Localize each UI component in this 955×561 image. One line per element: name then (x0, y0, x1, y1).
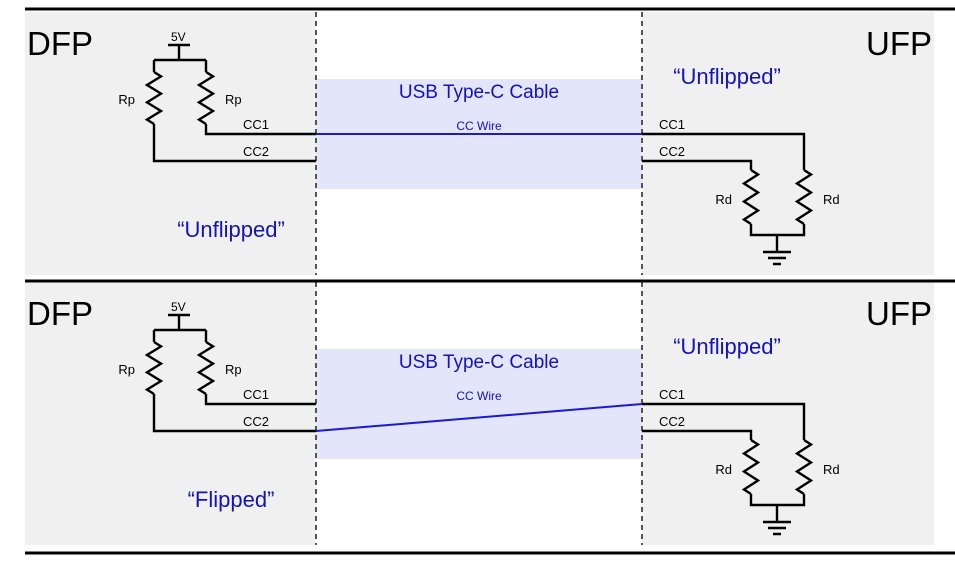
ufp-cc1-wire (642, 402, 806, 440)
ufp-orientation-label: “Unflipped” (673, 334, 781, 359)
supply-terminal (152, 43, 208, 72)
dfp-region (25, 282, 316, 545)
rd-label-2: Rd (823, 462, 840, 477)
rd-ground-bus (749, 224, 806, 252)
ufp-cc2-label: CC2 (659, 414, 685, 429)
ufp-cc2-wire (642, 159, 753, 170)
ufp-cc1-label: CC1 (659, 117, 685, 132)
ufp-cc2-wire (642, 429, 753, 440)
cable-label: USB Type-C Cable (399, 352, 559, 373)
rp-resistor-2 (196, 70, 216, 126)
rd-resistor-2 (794, 168, 814, 226)
rp-label-1: Rp (118, 362, 135, 377)
rd-label-1: Rd (715, 192, 732, 207)
ufp-cc2-label: CC2 (659, 144, 685, 159)
dfp-label: DFP (27, 295, 93, 332)
dfp-cc1-label: CC1 (243, 117, 269, 132)
rp-resistor-1 (144, 340, 164, 396)
cc-wire-label: CC Wire (456, 119, 502, 133)
rp-resistor-1 (144, 70, 164, 126)
rd-label-1: Rd (715, 462, 732, 477)
rp-label-2: Rp (225, 92, 242, 107)
ufp-region (642, 12, 934, 275)
cable-label: USB Type-C Cable (399, 82, 559, 103)
ufp-label: UFP (866, 295, 932, 332)
rd-resistor-1 (741, 438, 761, 496)
dfp-orientation-label: “Unflipped” (177, 217, 285, 242)
dfp-cc2-wire (152, 394, 316, 433)
ground-symbol-icon (763, 520, 791, 536)
ufp-cc1-wire (642, 132, 806, 170)
dfp-region (25, 12, 316, 275)
rd-resistor-2 (794, 438, 814, 496)
dfp-label: DFP (27, 25, 93, 62)
supply-voltage-label: 5V (171, 300, 186, 314)
rp-resistor-2 (196, 340, 216, 396)
dfp-orientation-label: “Flipped” (188, 487, 275, 512)
cable-band (316, 349, 642, 459)
cc-wire-label: CC Wire (456, 389, 502, 403)
ufp-region (642, 282, 934, 545)
supply-voltage-label: 5V (171, 30, 186, 44)
ufp-label: UFP (866, 25, 932, 62)
rp-label-1: Rp (118, 92, 135, 107)
dfp-cc2-wire (152, 124, 316, 163)
dfp-cc1-label: CC1 (243, 387, 269, 402)
dfp-cc1-wire (204, 394, 316, 406)
rd-label-2: Rd (823, 192, 840, 207)
rp-label-2: Rp (225, 362, 242, 377)
rd-ground-bus (749, 494, 806, 522)
ufp-cc1-label: CC1 (659, 387, 685, 402)
dfp-cc2-label: CC2 (243, 144, 269, 159)
dfp-cc2-label: CC2 (243, 414, 269, 429)
ufp-orientation-label: “Unflipped” (673, 64, 781, 89)
ground-symbol-icon (763, 250, 791, 266)
rd-resistor-1 (741, 168, 761, 226)
cc-wire (315, 403, 643, 432)
supply-terminal (152, 313, 208, 342)
dfp-cc1-wire (204, 124, 316, 136)
